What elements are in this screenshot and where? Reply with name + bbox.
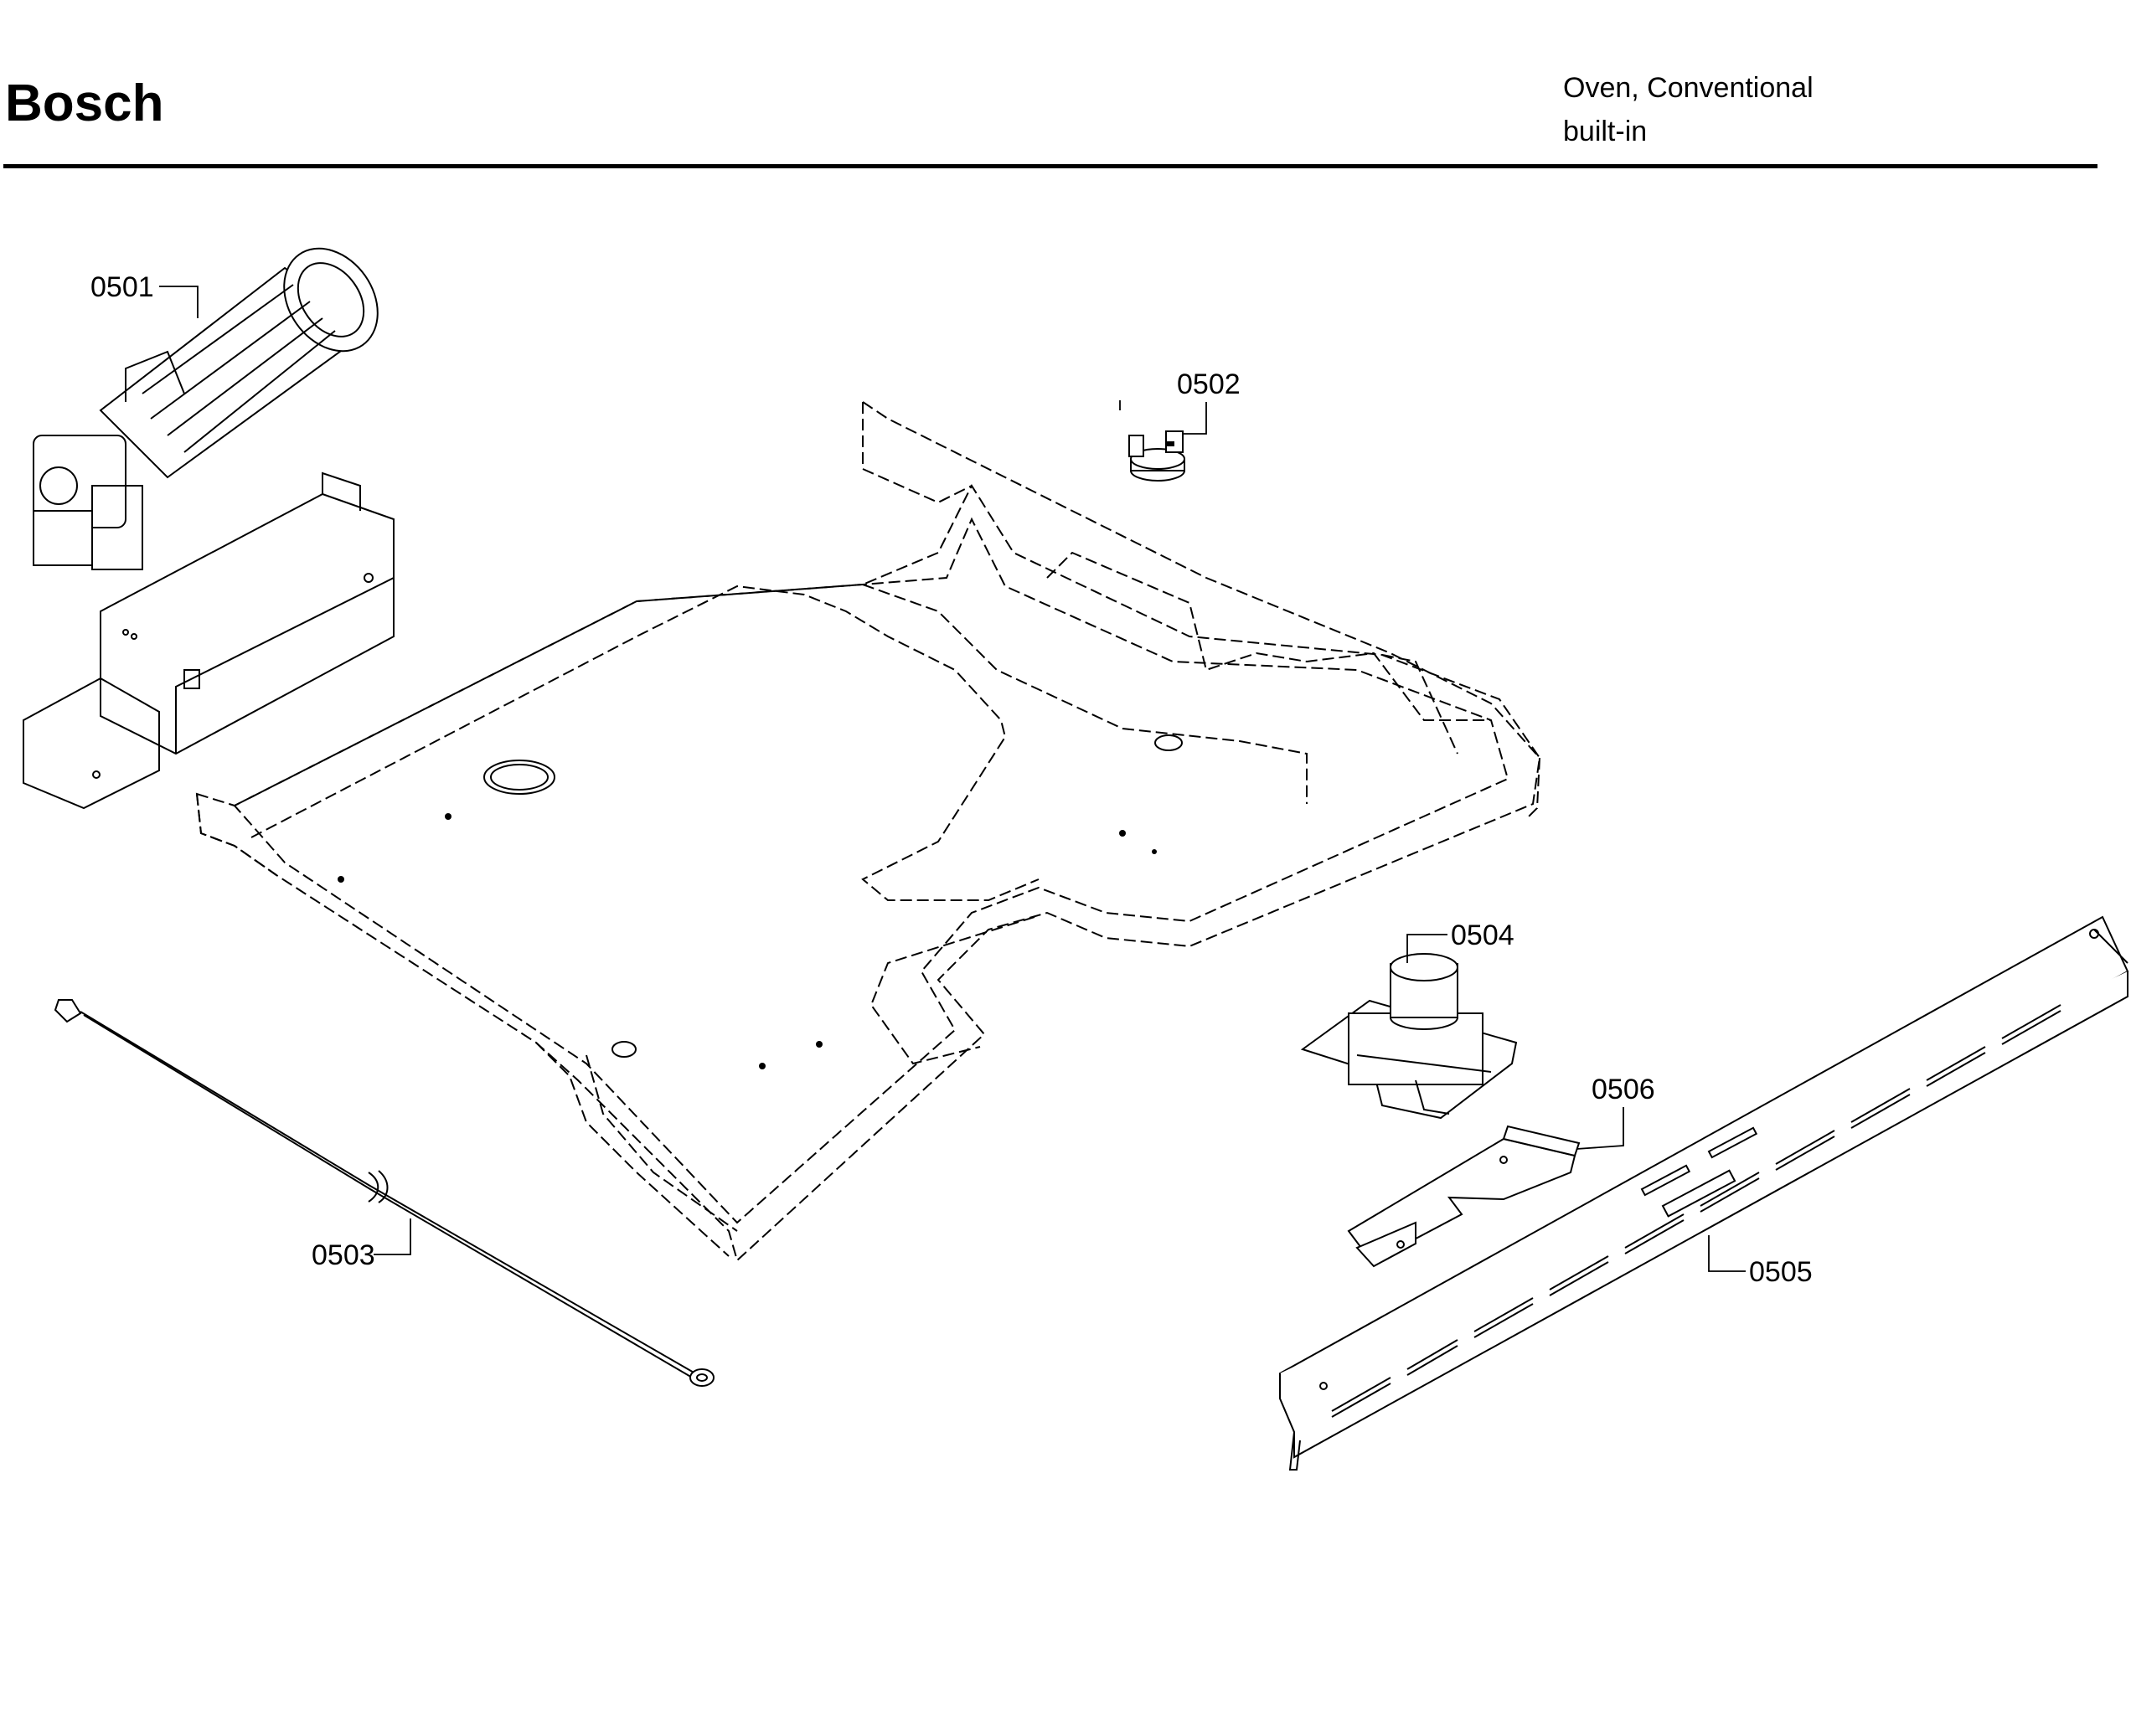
callout-0505: 0505 <box>1708 1235 1813 1288</box>
rack-rail <box>1278 915 2129 1471</box>
mounting-bracket <box>1347 1125 1581 1268</box>
oven-floor-panel <box>195 401 1541 1262</box>
product-subtype: built-in <box>1563 116 1648 147</box>
fan-assembly <box>33 247 379 570</box>
callout-label-0501: 0501 <box>90 271 154 303</box>
callout-0502: 0502 <box>1177 368 1241 435</box>
fan-bracket <box>23 471 395 810</box>
callout-0504: 0504 <box>1406 920 1514 963</box>
callout-label-0502: 0502 <box>1177 368 1241 400</box>
callout-label-0504: 0504 <box>1451 920 1514 951</box>
thermostat-part <box>1119 400 1185 482</box>
ground-wire <box>54 999 715 1387</box>
callout-label-0503: 0503 <box>312 1239 375 1271</box>
callout-0506: 0506 <box>1576 1074 1655 1150</box>
brand-title: Bosch <box>5 75 164 132</box>
callout-0501: 0501 <box>90 271 199 318</box>
callout-label-0506: 0506 <box>1592 1074 1655 1105</box>
product-type: Oven, Conventional <box>1563 72 1814 104</box>
header-rule <box>3 164 2097 168</box>
callout-0503: 0503 <box>312 1218 411 1271</box>
callout-label-0505: 0505 <box>1749 1256 1813 1288</box>
motor-part <box>1300 953 1518 1120</box>
